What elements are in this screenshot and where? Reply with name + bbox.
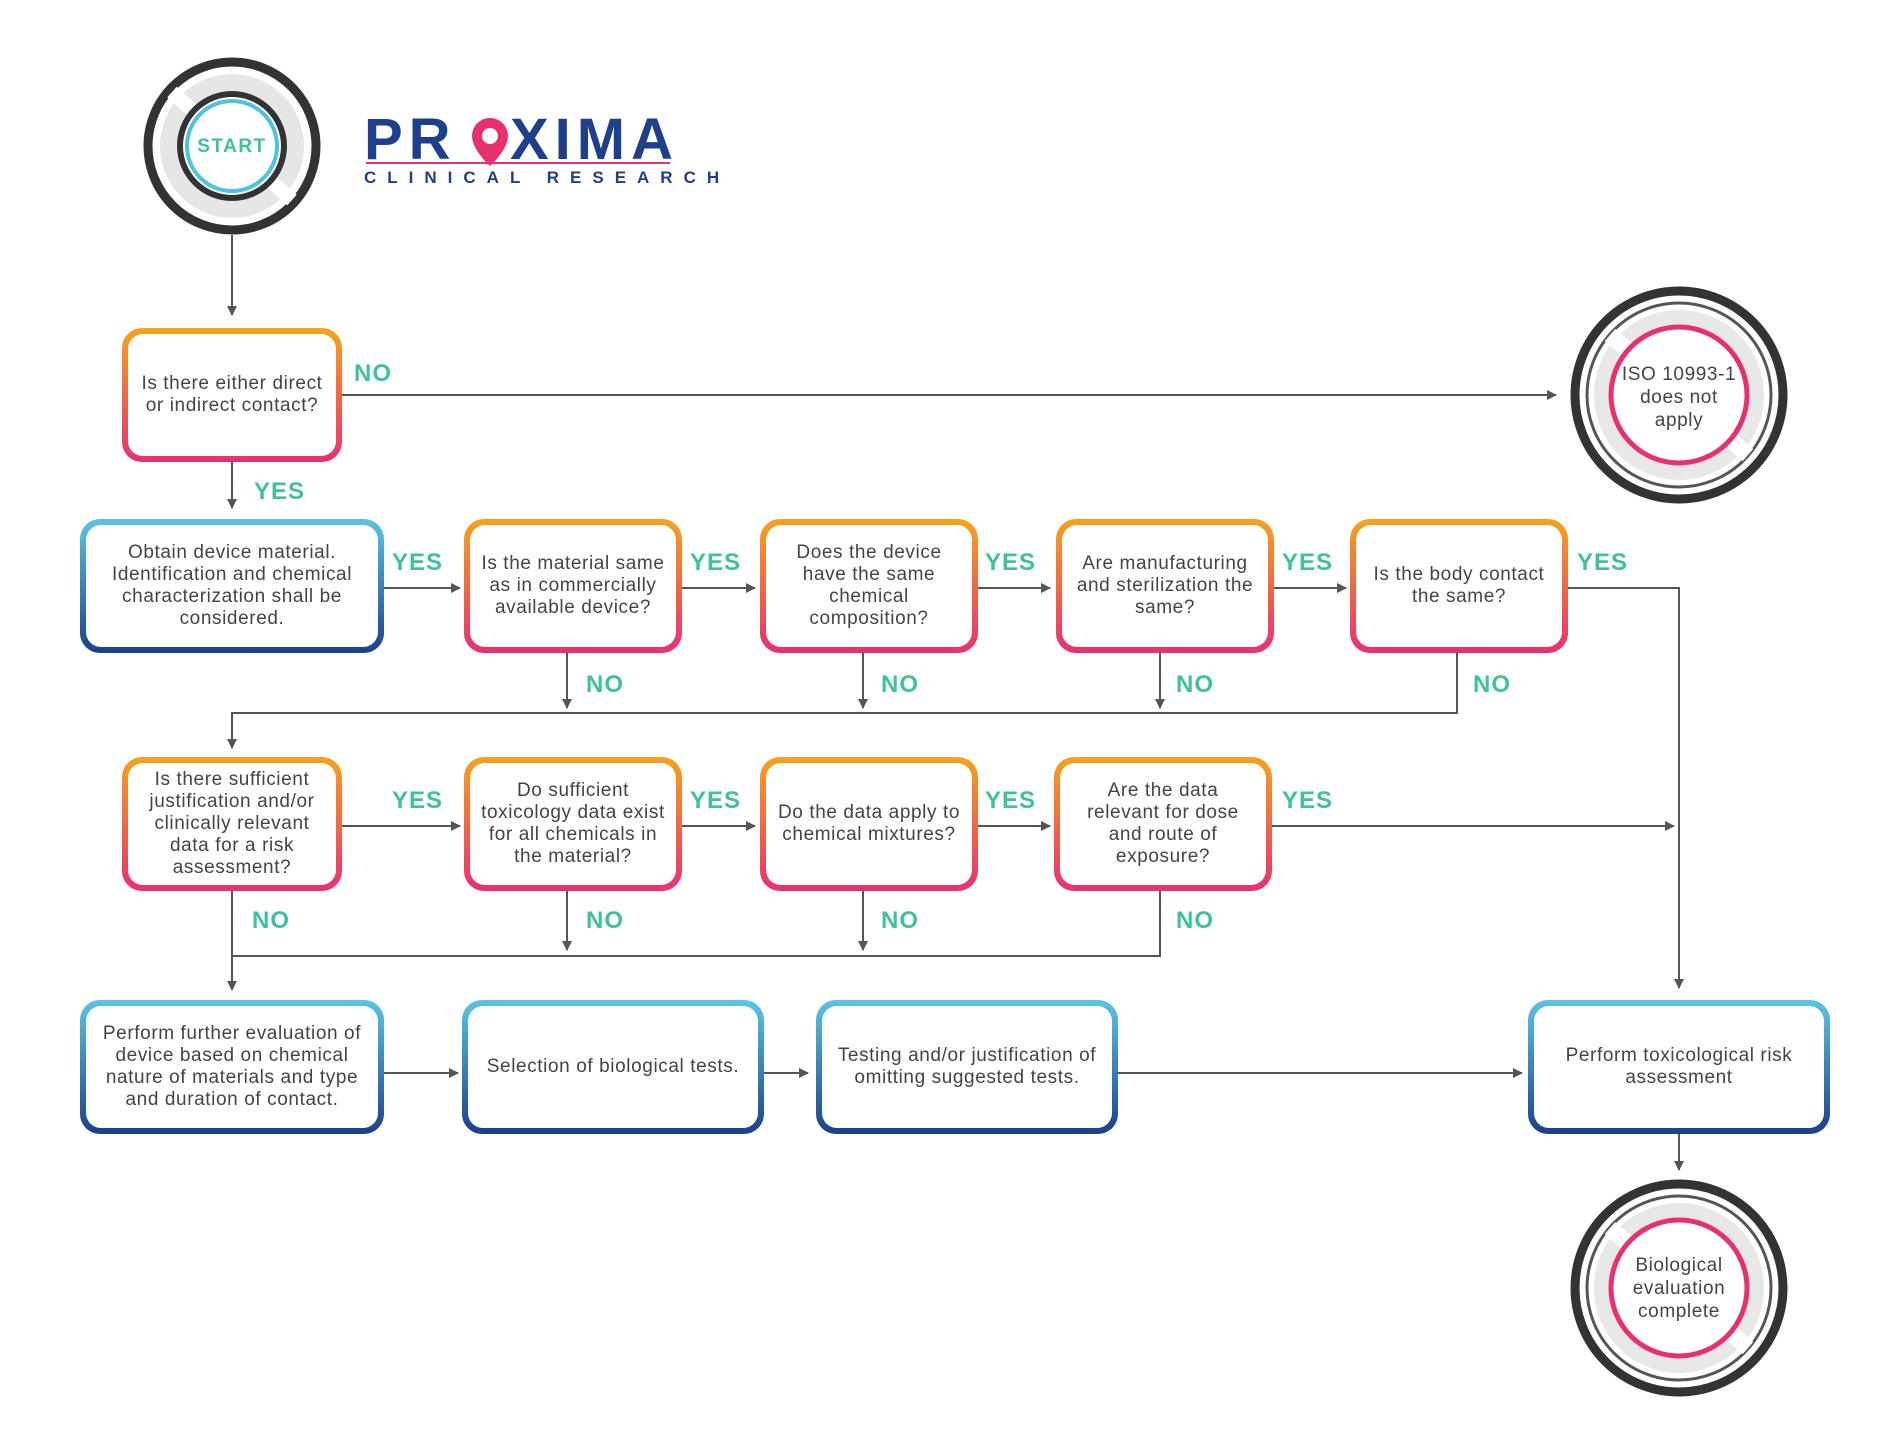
decision-chemical-mixtures-text: Do the data apply to chemical mixtures? <box>766 763 972 885</box>
decision-toxicology-data-text: Do sufficient toxicology data exist for … <box>470 763 676 885</box>
decision-toxicology-data: Do sufficient toxicology data exist for … <box>464 757 682 891</box>
process-further-evaluation-text: Perform further evaluation of device bas… <box>86 1006 378 1128</box>
complete-terminal-circle <box>1570 1179 1788 1397</box>
label-no-r2-2: NO <box>881 671 919 698</box>
arrow-r2-no-4 <box>227 653 1458 749</box>
process-toxicological-risk-text: Perform toxicological risk assessment <box>1534 1006 1824 1128</box>
decision-body-contact-text: Is the body contact the same? <box>1356 525 1562 647</box>
label-yes-r3-1: YES <box>392 787 444 814</box>
label-yes-r2-4: YES <box>1282 549 1334 576</box>
label-no-r3-1: NO <box>252 907 290 934</box>
label-no-r2-3: NO <box>1176 671 1214 698</box>
label-no-r2-4: NO <box>1473 671 1511 698</box>
process-selection: Selection of biological tests. <box>462 1000 764 1134</box>
label-yes-r3-3: YES <box>985 787 1037 814</box>
decision-chemical-composition-text: Does the device have the same chemical c… <box>766 525 972 647</box>
arrow-r3-no-3 <box>227 891 1161 991</box>
process-obtain-material: Obtain device material. Identification a… <box>80 519 384 653</box>
process-further-evaluation: Perform further evaluation of device bas… <box>80 1000 384 1134</box>
decision-chemical-mixtures: Do the data apply to chemical mixtures? <box>760 757 978 891</box>
label-yes-contact: YES <box>254 478 306 505</box>
logo-name-left: PR <box>364 107 457 172</box>
label-no-r3-2: NO <box>586 907 624 934</box>
process-testing: Testing and/or justification of omitting… <box>816 1000 1118 1134</box>
decision-contact-text: Is there either direct or indirect conta… <box>128 334 336 456</box>
process-obtain-material-text: Obtain device material. Identification a… <box>86 525 378 647</box>
process-testing-text: Testing and/or justification of omitting… <box>822 1006 1112 1128</box>
decision-manufacturing-text: Are manufacturing and sterilization the … <box>1062 525 1268 647</box>
label-no-r3-3: NO <box>881 907 919 934</box>
process-toxicological-risk: Perform toxicological risk assessment <box>1528 1000 1830 1134</box>
label-yes-r2-2: YES <box>690 549 742 576</box>
label-no-contact: NO <box>354 360 392 387</box>
start-label: START <box>197 136 267 157</box>
logo-tagline: CLINICAL RESEARCH <box>364 168 731 187</box>
decision-sufficient-justification: Is there sufficient justification and/or… <box>122 757 342 891</box>
iso-terminal-circle <box>1570 286 1788 504</box>
decision-body-contact: Is the body contact the same? <box>1350 519 1568 653</box>
decision-manufacturing: Are manufacturing and sterilization the … <box>1056 519 1274 653</box>
complete-terminal-text: Biological evaluation complete <box>1632 1255 1726 1322</box>
process-selection-text: Selection of biological tests. <box>468 1006 758 1128</box>
decision-dose-route-text: Are the data relevant for dose and route… <box>1060 763 1266 885</box>
decision-sufficient-justification-text: Is there sufficient justification and/or… <box>128 763 336 885</box>
label-yes-r2-5: YES <box>1577 549 1629 576</box>
label-yes-r3-2: YES <box>690 787 742 814</box>
label-yes-r3-4: YES <box>1282 787 1334 814</box>
label-no-r2-1: NO <box>586 671 624 698</box>
decision-dose-route: Are the data relevant for dose and route… <box>1054 757 1272 891</box>
location-pin-icon <box>472 118 508 166</box>
iso-terminal-text: ISO 10993-1 does not apply <box>1621 364 1737 431</box>
start-circle <box>143 57 321 235</box>
decision-material-same: Is the material same as in commercially … <box>464 519 682 653</box>
decision-contact: Is there either direct or indirect conta… <box>122 328 342 462</box>
arrow-r2-yes-to-tox <box>1566 587 1684 989</box>
decision-chemical-composition: Does the device have the same chemical c… <box>760 519 978 653</box>
label-yes-r2-3: YES <box>985 549 1037 576</box>
decision-material-same-text: Is the material same as in commercially … <box>470 525 676 647</box>
logo-name-right: XIMA <box>510 107 679 172</box>
label-no-r3-4: NO <box>1176 907 1214 934</box>
label-yes-r2-1: YES <box>392 549 444 576</box>
